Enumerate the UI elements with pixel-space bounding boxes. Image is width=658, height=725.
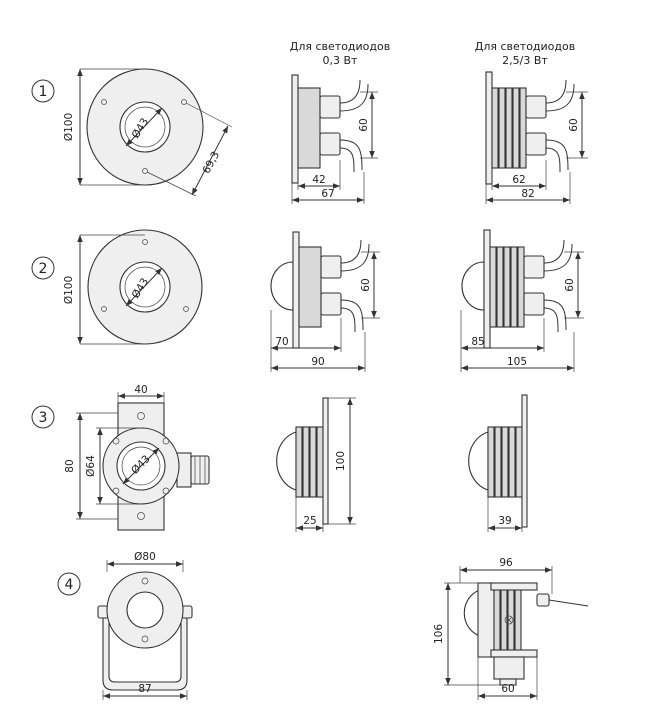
row4-high-top-width: 96 [499, 557, 513, 569]
row-1: 1 Ø43 Ø100 69,3 [31, 68, 588, 204]
row4-top-diameter: Ø80 [134, 551, 156, 563]
header-high-line2: 2,5/3 Вт [502, 54, 548, 67]
svg-text:1: 1 [39, 84, 48, 100]
row1-side-low: 60 42 67 [291, 74, 378, 204]
row2-high-width2: 105 [507, 356, 527, 368]
row3-top-width: 40 [134, 384, 147, 396]
row3-high-width1: 39 [498, 515, 511, 527]
header-low-line2: 0,3 Вт [323, 54, 359, 67]
row4-bottom-width: 87 [138, 683, 151, 695]
row1-low-width2: 67 [321, 188, 334, 200]
row-number-3: 3 [31, 405, 55, 429]
row2-side-low: 60 70 90 [270, 231, 380, 372]
row4-front-view: Ø80 87 [97, 551, 193, 700]
row2-high-height: 60 [564, 278, 576, 291]
row2-low-height: 60 [360, 278, 372, 291]
row2-low-width1: 70 [275, 336, 288, 348]
header-low-power: Для светодиодов 0,3 Вт [290, 40, 390, 67]
row-number-4: 4 [57, 572, 81, 596]
svg-text:3: 3 [39, 410, 48, 426]
row1-high-width1: 62 [512, 174, 525, 186]
row3-low-height: 100 [335, 451, 347, 471]
row2-front-view: Ø43 Ø100 [63, 229, 203, 345]
row1-hole-spacing: 69,3 [201, 149, 223, 175]
row4-side-high: 96 106 60 [433, 557, 589, 700]
row-4: 4 Ø80 87 [57, 551, 589, 700]
row2-side-high: 60 85 105 [460, 229, 584, 372]
header-high-line1: Для светодиодов [475, 40, 575, 53]
row3-ring-diameter: Ø64 [85, 455, 97, 477]
row1-low-height: 60 [358, 118, 370, 131]
row-number-1: 1 [31, 79, 55, 103]
row3-side-low: 100 25 [276, 397, 356, 532]
row1-side-high: 60 62 82 [485, 71, 588, 204]
row1-high-height: 60 [568, 118, 580, 131]
row-3: 3 Ø43 40 80 [31, 384, 528, 532]
row4-high-bottom-width: 60 [501, 683, 514, 695]
svg-text:4: 4 [65, 577, 74, 593]
row-number-2: 2 [31, 256, 55, 280]
row3-height: 80 [64, 459, 76, 472]
row1-front-view: Ø43 Ø100 69,3 [63, 68, 233, 197]
row1-outer-diameter: Ø100 [63, 113, 75, 141]
row-2: 2 Ø43 Ø100 [31, 229, 584, 372]
row2-outer-diameter: Ø100 [63, 276, 75, 304]
svg-text:2: 2 [39, 261, 48, 277]
header-low-line1: Для светодиодов [290, 40, 390, 53]
row3-front-view: Ø43 40 80 Ø64 [64, 384, 210, 531]
row3-low-width1: 25 [303, 515, 316, 527]
row3-side-high: 39 [468, 394, 528, 532]
row1-high-width2: 82 [521, 188, 534, 200]
row2-low-width2: 90 [311, 356, 324, 368]
header-high-power: Для светодиодов 2,5/3 Вт [475, 40, 575, 67]
row4-high-height: 106 [433, 624, 445, 644]
row2-high-width1: 85 [471, 336, 484, 348]
row1-low-width1: 42 [312, 174, 325, 186]
